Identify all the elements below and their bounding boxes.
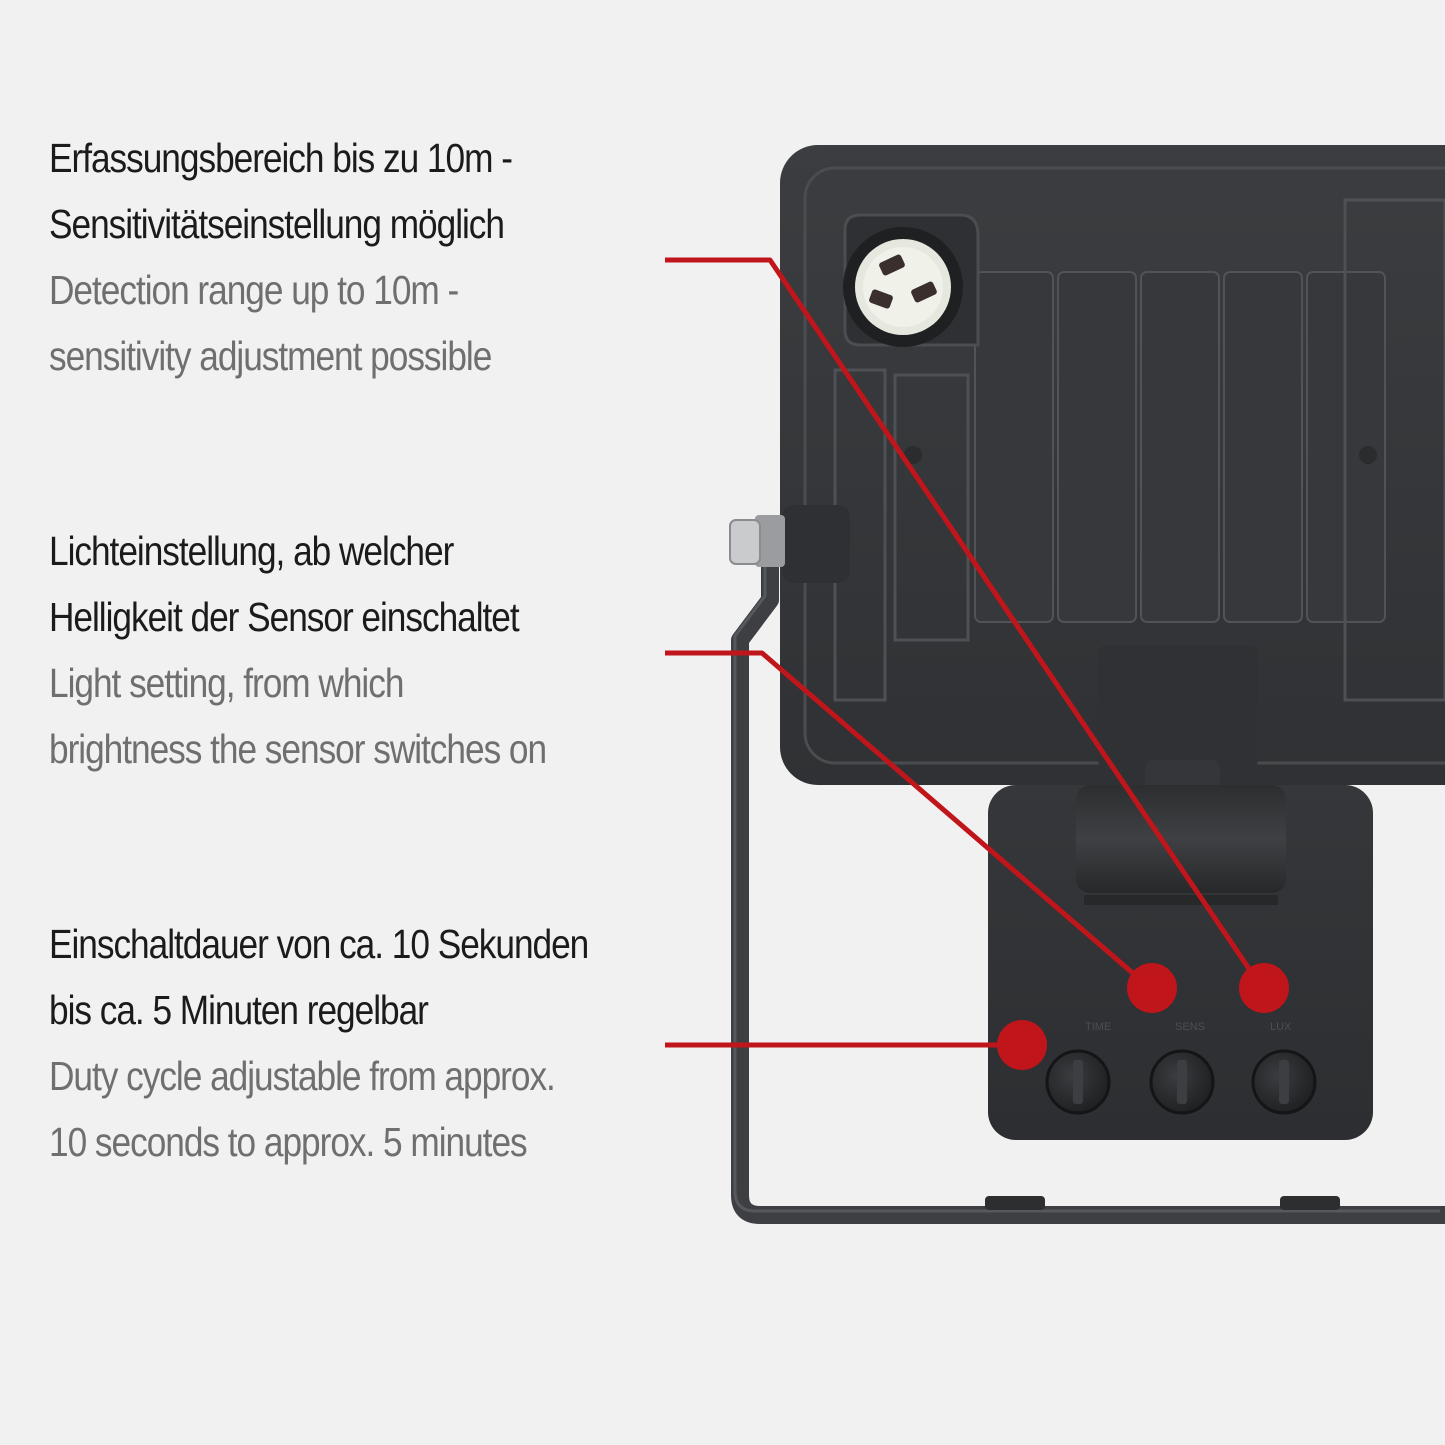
feature-1-english-line-2: sensitivity adjustment possible [49, 333, 492, 379]
adjustment-knob-icon [1251, 1049, 1317, 1115]
adjustment-knob-icon [1149, 1049, 1215, 1115]
callout-lines [665, 257, 1265, 1048]
callout-dot-light-setting [1127, 963, 1177, 1013]
svg-text:SENS: SENS [1175, 1021, 1205, 1033]
feature-2-english-line-2: brightness the sensor switches on [49, 726, 547, 772]
feature-3-german-line-1: Einschaltdauer von ca. 10 Sekunden [49, 921, 589, 967]
callout-markers [997, 963, 1289, 1070]
callout-line-detection-range [665, 257, 1265, 990]
feature-duty-cycle: Einschaltdauer von ca. 10 Sekunden bis c… [49, 911, 689, 1175]
adjustment-knob-icon [1045, 1049, 1111, 1115]
feature-1-german-line-2: Sensitivitätseinstellung möglich [49, 201, 505, 247]
callout-dot-duty-cycle [997, 1020, 1047, 1070]
feature-2-english-line-1: Light setting, from which [49, 660, 404, 706]
feature-detection-range: Erfassungsbereich bis zu 10m - Sensitivi… [49, 125, 689, 389]
feature-3-german-line-2: bis ca. 5 Minuten regelbar [49, 987, 429, 1033]
svg-text:TIME: TIME [1085, 1021, 1111, 1033]
feature-2-german-line-2: Helligkeit der Sensor einschaltet [49, 594, 520, 640]
feature-1-german-line-1: Erfassungsbereich bis zu 10m - [49, 135, 513, 181]
feature-1-english-line-1: Detection range up to 10m - [49, 267, 459, 313]
callout-line-light-setting [665, 650, 1152, 990]
feature-2-german-line-1: Lichteinstellung, ab welcher [49, 528, 454, 574]
side-bolt [729, 505, 850, 583]
pir-sensor-lens-icon [843, 227, 963, 347]
feature-light-setting: Lichteinstellung, ab welcher Helligkeit … [49, 518, 689, 782]
callout-dot-detection-range [1239, 963, 1289, 1013]
feature-3-english-line-2: 10 seconds to approx. 5 minutes [49, 1119, 528, 1165]
svg-text:LUX: LUX [1270, 1021, 1292, 1033]
feature-3-english-line-1: Duty cycle adjustable from approx. [49, 1053, 556, 1099]
mounting-bracket [731, 524, 1445, 1224]
